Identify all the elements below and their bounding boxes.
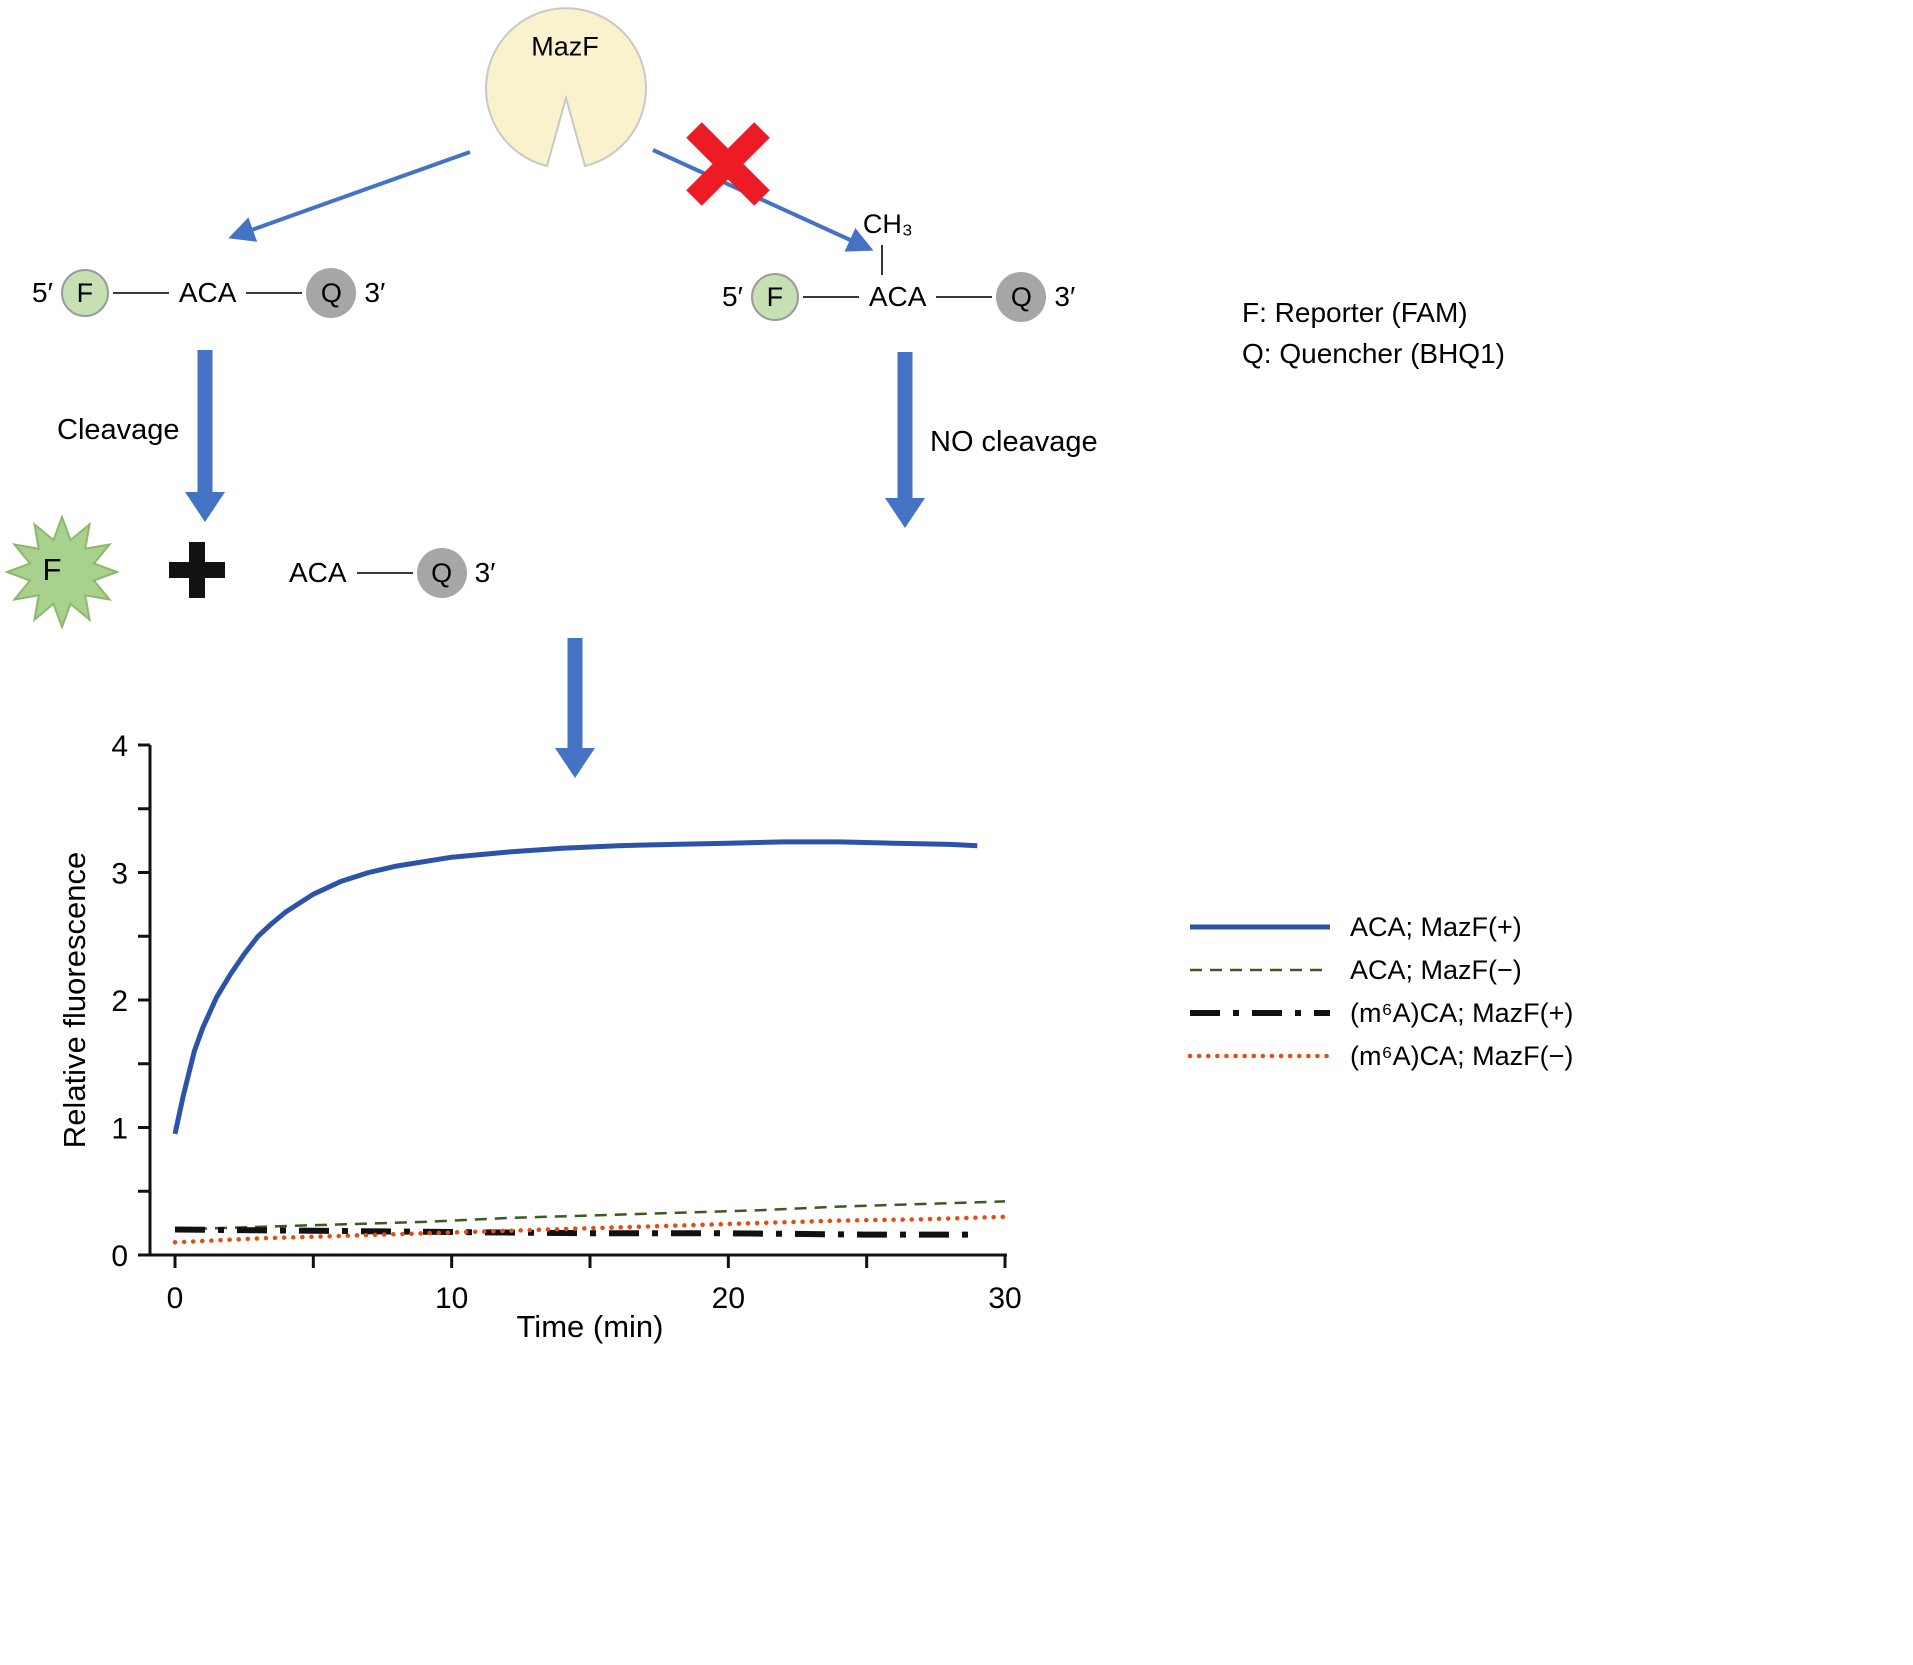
five-prime-label: 5′ (32, 277, 53, 308)
svg-text:20: 20 (712, 1282, 745, 1315)
svg-text:0: 0 (167, 1282, 184, 1315)
no-cleavage-arrow-icon (885, 352, 925, 528)
blocked-cross-icon (686, 122, 770, 206)
right-probe: 5′ F CH₃ ACA Q 3′ (714, 209, 1083, 322)
arrow-to-methylated-icon (652, 148, 874, 252)
legend-item: ACA; MazF(+) (1185, 912, 1573, 942)
probe-key: F: Reporter (FAM) Q: Quencher (BHQ1) (1242, 292, 1505, 374)
fluorescence-chart: 0 10 20 30 0 1 2 3 4 (111, 730, 1021, 1315)
mazf-label: MazF (531, 31, 599, 62)
svg-text:10: 10 (435, 1282, 468, 1315)
legend-sample-line (1190, 1010, 1330, 1016)
sequence-label: ACA (289, 557, 347, 588)
methylated-sequence: CH₃ ACA (863, 209, 927, 313)
methyl-bond (880, 245, 883, 275)
product-probe: ACA Q 3′ (283, 548, 503, 598)
legend-item: (m⁶A)CA; MazF(−) (1185, 1041, 1573, 1071)
plus-icon (169, 542, 225, 598)
y-axis-label: Relative fluorescence (57, 851, 92, 1149)
methyl-group-label: CH₃ (862, 209, 913, 239)
cleavage-label: Cleavage (57, 414, 180, 446)
legend-label: (m⁶A)CA; MazF(−) (1350, 1040, 1574, 1071)
quencher-circle: Q (306, 268, 357, 318)
probe-connector (112, 292, 169, 294)
probe-connector (936, 296, 993, 298)
sequence-label: ACA (868, 281, 927, 312)
probe-connector (356, 572, 413, 574)
x-axis-label: Time (min) (516, 1309, 664, 1344)
three-prime-label: 3′ (1054, 281, 1076, 312)
legend-label: ACA; MazF(+) (1350, 911, 1522, 942)
quencher-circle: Q (996, 272, 1047, 322)
cleavage-arrow-icon (185, 350, 225, 522)
burst-shape (4, 514, 120, 630)
three-prime-label: 3′ (364, 277, 386, 308)
legend-sample-line (1190, 968, 1330, 972)
blocked-cross-stroke-1 (686, 122, 770, 206)
five-prime-label: 5′ (722, 281, 743, 312)
svg-text:0: 0 (111, 1240, 128, 1273)
legend-label: (m⁶A)CA; MazF(+) (1350, 997, 1574, 1028)
quencher-circle: Q (416, 548, 467, 598)
legend-sample-line (1187, 1053, 1333, 1059)
released-reporter-label: F (42, 552, 62, 587)
key-reporter-label: F: Reporter (FAM) (1242, 297, 1468, 328)
probe-connector (246, 292, 303, 294)
chart-legend: ACA; MazF(+) ACA; MazF(−) (m⁶A)CA; MazF(… (1185, 912, 1573, 1071)
three-prime-label: 3′ (474, 557, 496, 588)
probe-connector (802, 296, 859, 298)
sequence-label: ACA (178, 277, 237, 308)
legend-sample-line (1190, 924, 1330, 930)
svg-text:2: 2 (111, 985, 128, 1018)
reporter-circle: F (60, 269, 109, 317)
key-quencher-label: Q: Quencher (BHQ1) (1242, 338, 1505, 369)
svg-text:3: 3 (111, 858, 128, 891)
legend-label: ACA; MazF(−) (1350, 954, 1522, 985)
svg-text:1: 1 (111, 1113, 128, 1146)
arrow-to-unmethylated-icon (228, 150, 471, 242)
no-cleavage-label: NO cleavage (930, 426, 1098, 458)
svg-text:4: 4 (111, 730, 128, 763)
left-probe: 5′ F ACA Q 3′ (24, 268, 393, 318)
reporter-circle: F (750, 273, 799, 321)
legend-item: (m⁶A)CA; MazF(+) (1185, 998, 1573, 1028)
blocked-cross-stroke-2 (686, 122, 770, 206)
legend-item: ACA; MazF(−) (1185, 955, 1573, 985)
svg-text:30: 30 (988, 1282, 1021, 1315)
